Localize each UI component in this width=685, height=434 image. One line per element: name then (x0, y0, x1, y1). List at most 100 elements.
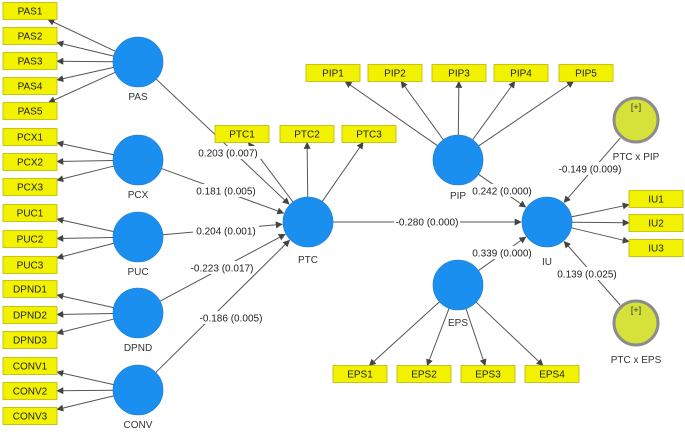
loading-arrow-pas2 (56, 40, 114, 57)
indicator-label: PIP5 (575, 69, 597, 80)
path-label-background (469, 246, 535, 259)
indicator-pas3[interactable]: PAS3 (2, 52, 58, 70)
indicator-box (2, 331, 58, 349)
indicator-pcx1[interactable]: PCX1 (2, 128, 58, 146)
construct-pcx[interactable]: PCX (112, 134, 164, 201)
construct-pas[interactable]: PAS (112, 36, 164, 103)
indicator-label: EPS3 (475, 370, 501, 381)
indicator-ptc2[interactable]: PTC2 (279, 125, 335, 143)
indicator-ptc3[interactable]: PTC3 (341, 125, 397, 143)
loading-arrow-ptc3 (321, 141, 364, 202)
construct-label: PAS (128, 92, 148, 103)
loading-arrow-pas1 (47, 19, 116, 52)
indicator-label: DPND2 (13, 311, 47, 322)
loading-arrow-pip1 (344, 81, 438, 147)
indicator-box (2, 280, 58, 298)
indicator-conv3[interactable]: CONV3 (2, 407, 58, 425)
indicator-eps4[interactable]: EPS4 (524, 365, 580, 383)
construct-eps[interactable]: EPS (432, 259, 484, 329)
construct-iu[interactable]: IU (521, 196, 573, 268)
indicator-box (2, 306, 58, 324)
loading-arrow-conv2 (56, 387, 114, 395)
indicator-label: PIP2 (384, 69, 406, 80)
expand-icon[interactable]: [+] (631, 305, 641, 315)
construct-circle (112, 134, 164, 186)
expand-icon[interactable]: [+] (631, 102, 641, 112)
indicator-pas1[interactable]: PAS1 (2, 2, 58, 20)
indicator-pip1[interactable]: PIP1 (305, 64, 361, 82)
construct-pip[interactable]: PIP (432, 134, 484, 202)
loading-arrow-pas4 (56, 66, 114, 83)
indicator-iu1[interactable]: IU1 (628, 190, 684, 208)
indicator-dpnd3[interactable]: DPND3 (2, 331, 58, 349)
indicator-pip3[interactable]: PIP3 (431, 64, 487, 82)
construct-label: EPS (448, 318, 468, 329)
indicator-box (214, 125, 270, 143)
indicator-pcx2[interactable]: PCX2 (2, 153, 58, 171)
construct-ptc[interactable]: PTC (282, 196, 334, 266)
indicator-label: EPS1 (347, 370, 373, 381)
construct-label: PCX (128, 190, 149, 201)
indicator-label: PAS5 (18, 107, 43, 118)
indicator-pip2[interactable]: PIP2 (367, 64, 423, 82)
indicator-puc3[interactable]: PUC3 (2, 256, 58, 274)
indicator-label: IU1 (648, 195, 664, 206)
indicator-box (305, 64, 361, 82)
indicator-box (2, 2, 58, 20)
path-label-text: 0.339 (0.000) (472, 249, 532, 260)
indicator-puc2[interactable]: PUC2 (2, 230, 58, 248)
indicator-dpnd2[interactable]: DPND2 (2, 306, 58, 324)
path-label-background (193, 184, 259, 197)
construct-dpnd[interactable]: DPND (112, 287, 164, 354)
indicator-eps3[interactable]: EPS3 (460, 365, 516, 383)
construct-circle (112, 36, 164, 88)
indicator-box (628, 239, 684, 257)
indicator-box (2, 204, 58, 222)
indicator-label: EPS2 (411, 370, 437, 381)
path-coefficient-eps-iu: 0.339 (0.000) (469, 246, 535, 260)
indicator-pcx3[interactable]: PCX3 (2, 178, 58, 196)
moderator-ptcxeps[interactable]: [+]PTC x EPS (611, 299, 662, 366)
construct-circle (112, 287, 164, 339)
loading-arrow-eps3 (465, 308, 487, 367)
construct-conv[interactable]: CONV (112, 364, 164, 431)
indicator-pip4[interactable]: PIP4 (493, 64, 549, 82)
indicator-box (628, 214, 684, 232)
construct-circle (112, 211, 164, 263)
path-label-background (394, 215, 460, 228)
loading-arrow-dpnd3 (56, 318, 114, 336)
indicator-label: PAS2 (18, 32, 43, 43)
indicator-conv2[interactable]: CONV2 (2, 382, 58, 400)
indicator-dpnd1[interactable]: DPND1 (2, 280, 58, 298)
path-coefficient-pas-ptc: 0.203 (0.007) (195, 146, 261, 160)
construct-label: PUC (127, 267, 148, 278)
path-label-text: -0.186 (0.005) (200, 314, 263, 325)
indicator-label: PTC1 (229, 130, 255, 141)
indicator-pip5[interactable]: PIP5 (558, 64, 614, 82)
indicator-pas5[interactable]: PAS5 (2, 102, 58, 120)
indicator-ptc1[interactable]: PTC1 (214, 125, 270, 143)
loading-arrow-pas5 (48, 71, 116, 104)
indicator-label: IU2 (648, 219, 664, 230)
indicator-label: PTC2 (294, 130, 320, 141)
indicator-iu3[interactable]: IU3 (628, 239, 684, 257)
moderator-ptcxpip[interactable]: [+]PTC x PIP (612, 96, 660, 163)
indicator-puc1[interactable]: PUC1 (2, 204, 58, 222)
path-coefficient-ptc-iu: -0.280 (0.000) (394, 215, 460, 229)
indicator-box (2, 357, 58, 375)
loading-arrow-pip4 (472, 80, 516, 141)
path-label-background (557, 162, 623, 175)
indicator-label: PTC3 (356, 130, 382, 141)
indicator-iu2[interactable]: IU2 (628, 214, 684, 232)
indicator-conv1[interactable]: CONV1 (2, 357, 58, 375)
construct-puc[interactable]: PUC (112, 211, 164, 278)
indicator-eps1[interactable]: EPS1 (332, 365, 388, 383)
indicator-pas4[interactable]: PAS4 (2, 77, 58, 95)
construct-label: DPND (124, 343, 152, 354)
indicator-label: IU3 (648, 244, 664, 255)
indicator-label: CONV3 (13, 412, 48, 423)
indicator-pas2[interactable]: PAS2 (2, 27, 58, 45)
indicator-eps2[interactable]: EPS2 (396, 365, 452, 383)
indicator-label: PUC1 (17, 209, 44, 220)
indicator-label: CONV1 (13, 362, 48, 373)
